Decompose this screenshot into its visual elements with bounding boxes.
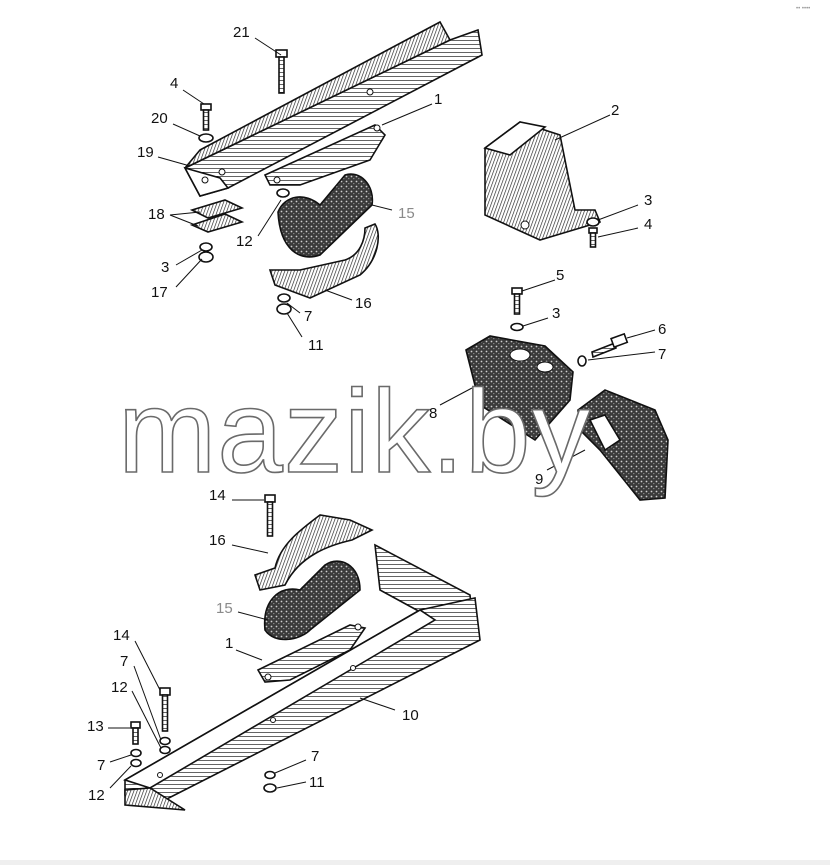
callout-label: 11	[308, 337, 324, 354]
bolt-13	[130, 721, 142, 768]
shims-18	[189, 199, 245, 233]
callout-label: 7	[304, 308, 312, 325]
callout-label: 4	[170, 75, 178, 92]
callout-label: 9	[535, 471, 543, 488]
callout-label: 7	[120, 653, 128, 670]
support-plate-upper	[263, 124, 387, 186]
callout-label: 15	[398, 205, 415, 222]
callout-label: 1	[225, 635, 233, 652]
callout-label: 4	[644, 216, 652, 233]
callout-label: 8	[429, 405, 437, 422]
callout-label: 13	[87, 718, 104, 735]
cross-member-frame-10	[123, 543, 481, 811]
bolt-4-right	[586, 217, 600, 248]
callout-label: 20	[151, 110, 168, 127]
clamp-16-lower	[253, 514, 374, 591]
callout-label: 14	[209, 487, 226, 504]
bolt-14-upper	[264, 494, 276, 537]
cushion-15-lower	[263, 560, 361, 641]
watermark-text: mazik.by	[118, 366, 592, 498]
engine-bracket-2	[483, 121, 602, 241]
support-plate-lower	[256, 623, 367, 683]
callout-label: 3	[552, 305, 560, 322]
bolt-21	[275, 49, 288, 94]
corner-mark: •• ••••	[796, 6, 810, 12]
callout-label: 1	[434, 91, 442, 108]
cushion-15-upper	[277, 173, 374, 258]
callout-labels: 21 4 1 20 19 2 3 4 15 18 12 3 17 16 7 11…	[87, 24, 666, 804]
callout-label: 3	[161, 259, 169, 276]
bottom-strip	[0, 860, 830, 865]
callout-label: 5	[556, 267, 564, 284]
nut-17	[198, 242, 214, 263]
mount-cushion-8	[465, 335, 574, 442]
nut-11-lower	[263, 770, 277, 793]
callout-label: 10	[402, 707, 419, 724]
bolt-6	[577, 332, 629, 367]
callout-label: 21	[233, 24, 250, 41]
callout-label: 12	[236, 233, 253, 250]
callout-label: 7	[311, 748, 319, 765]
nut-12-upper	[276, 188, 290, 198]
callout-label: 16	[209, 532, 226, 549]
longitudinal-bracket-upper	[183, 20, 483, 197]
callout-label: 14	[113, 627, 130, 644]
callout-label: 16	[355, 295, 372, 312]
nut-11-upper	[276, 293, 292, 315]
callout-label: 7	[658, 346, 666, 363]
callout-label: 15	[216, 600, 233, 617]
callout-label: 19	[137, 144, 154, 161]
callout-label: 17	[151, 284, 168, 301]
callout-label: 11	[309, 774, 325, 791]
leader-lines	[108, 37, 656, 789]
callout-label: 2	[611, 102, 619, 119]
clamp-16-upper	[268, 223, 379, 299]
callout-label: 18	[148, 206, 165, 223]
bolt-4-upper	[198, 103, 214, 143]
callout-label: 12	[111, 679, 128, 696]
callout-label: 6	[658, 321, 666, 338]
callout-label: 7	[97, 757, 105, 774]
bolt-14-lower	[159, 687, 171, 755]
mount-cushion-9	[577, 389, 669, 501]
bolt-5	[510, 287, 524, 332]
callout-label: 3	[644, 192, 652, 209]
callout-label: 12	[88, 787, 105, 804]
